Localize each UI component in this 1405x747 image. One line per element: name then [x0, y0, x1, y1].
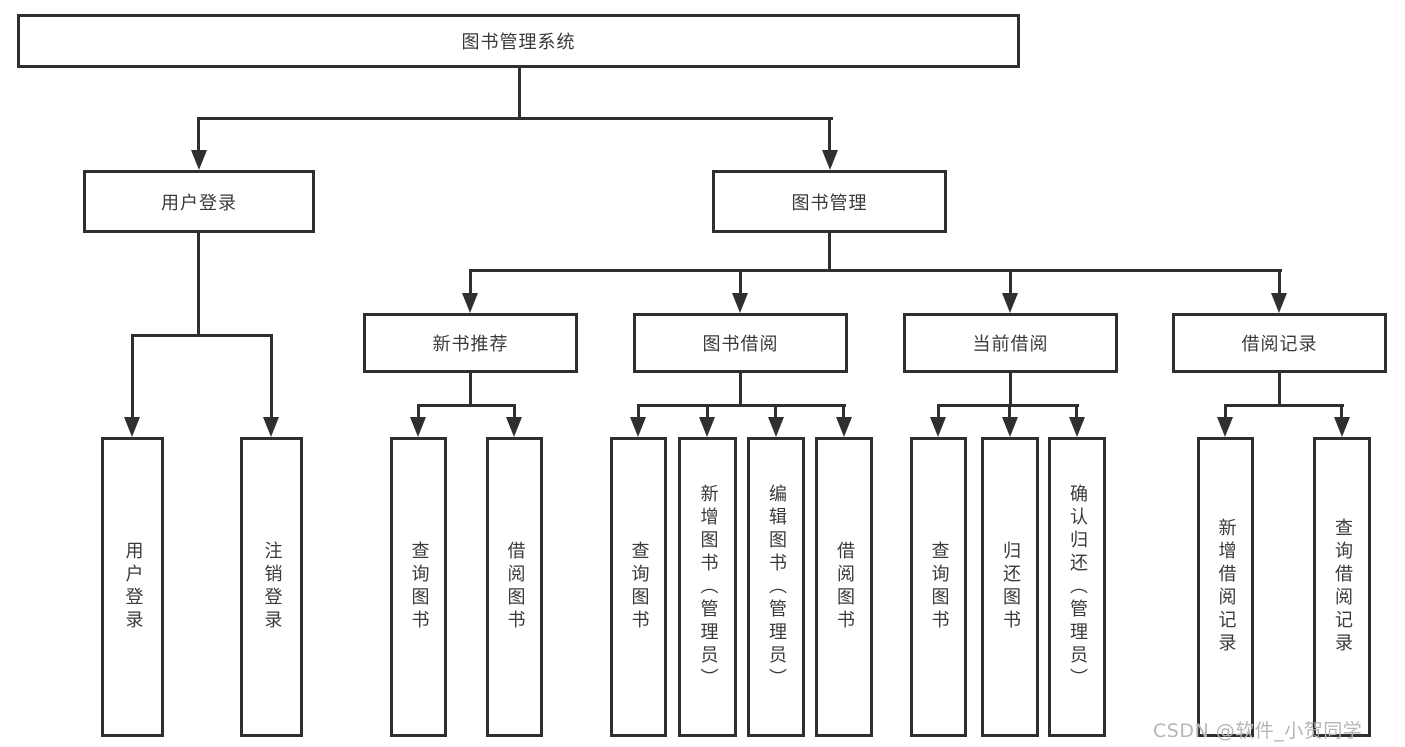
node-label: 当前借阅: [972, 334, 1049, 355]
node-label: 新增图书（管理员）: [697, 483, 719, 691]
node-label: 编辑图书（管理员）: [766, 483, 787, 691]
arrowhead-icon: [191, 150, 207, 170]
node-label: 查询图书: [928, 541, 950, 633]
connector-line: [513, 404, 516, 418]
arrowhead-icon: [768, 417, 784, 437]
leaf-query-books-current: 查询图书: [910, 437, 967, 737]
leaf-query-books-borrow: 查询图书: [610, 437, 667, 737]
connector-line: [739, 269, 742, 294]
node-label: 查询图书: [408, 541, 430, 633]
leaf-confirm-return-admin: 确认归还（管理员）: [1048, 437, 1106, 737]
arrowhead-icon: [1069, 417, 1085, 437]
node-borrow-records: 借阅记录: [1172, 313, 1387, 373]
connector-line: [774, 404, 777, 418]
arrowhead-icon: [1334, 417, 1350, 437]
node-current-borrow: 当前借阅: [903, 313, 1118, 373]
node-label: 确认归还（管理员）: [1067, 483, 1088, 691]
connector-line: [197, 117, 200, 151]
connector-line: [270, 334, 273, 418]
arrowhead-icon: [506, 417, 522, 437]
connector-line: [1009, 269, 1012, 294]
node-label: 归还图书: [1000, 541, 1021, 633]
leaf-add-books-admin: 新增图书（管理员）: [678, 437, 737, 737]
connector-line: [1278, 372, 1281, 405]
arrowhead-icon: [410, 417, 426, 437]
leaf-borrow-books: 借阅图书: [815, 437, 873, 737]
arrowhead-icon: [1002, 293, 1018, 313]
connector-line: [1224, 404, 1227, 418]
connector-line: [637, 404, 846, 407]
connector-line: [1278, 269, 1281, 294]
node-label: 查询借阅记录: [1332, 518, 1353, 656]
connector-line: [131, 334, 273, 337]
node-label: 借阅记录: [1241, 334, 1318, 355]
connector-line: [518, 67, 521, 118]
connector-line: [842, 404, 845, 418]
connector-line: [1224, 404, 1344, 407]
arrowhead-icon: [836, 417, 852, 437]
node-label: 新书推荐: [432, 334, 509, 355]
leaf-logout: 注销登录: [240, 437, 303, 737]
node-label: 图书借阅: [702, 334, 779, 355]
leaf-borrow-books-recommend: 借阅图书: [486, 437, 543, 737]
connector-line: [706, 404, 709, 418]
connector-line: [739, 372, 742, 405]
arrowhead-icon: [124, 417, 140, 437]
node-new-book-recommend: 新书推荐: [363, 313, 578, 373]
connector-line: [1009, 372, 1012, 405]
connector-line: [1008, 404, 1011, 418]
leaf-add-borrow-record: 新增借阅记录: [1197, 437, 1254, 737]
connector-line: [469, 372, 472, 405]
connector-line: [131, 334, 134, 418]
connector-line: [1340, 404, 1343, 418]
connector-line: [469, 269, 472, 294]
arrowhead-icon: [930, 417, 946, 437]
leaf-edit-books-admin: 编辑图书（管理员）: [747, 437, 805, 737]
connector-line: [197, 232, 200, 335]
node-label: 借阅图书: [504, 541, 526, 633]
leaf-query-borrow-record: 查询借阅记录: [1313, 437, 1371, 737]
arrowhead-icon: [1217, 417, 1233, 437]
arrowhead-icon: [1002, 417, 1018, 437]
connector-line: [828, 232, 831, 270]
arrowhead-icon: [1271, 293, 1287, 313]
connector-line: [417, 404, 420, 418]
arrowhead-icon: [699, 417, 715, 437]
connector-line: [828, 117, 831, 151]
connector-line: [417, 404, 516, 407]
node-label: 图书管理: [791, 192, 868, 214]
connector-line: [937, 404, 940, 418]
node-book-borrow: 图书借阅: [633, 313, 848, 373]
node-label: 用户登录: [122, 541, 144, 633]
leaf-return-books: 归还图书: [981, 437, 1039, 737]
connector-line: [469, 269, 1282, 272]
arrowhead-icon: [822, 150, 838, 170]
node-label: 新增借阅记录: [1215, 518, 1237, 656]
node-label: 注销登录: [261, 541, 283, 633]
connector-line: [1075, 404, 1078, 418]
leaf-query-books-recommend: 查询图书: [390, 437, 447, 737]
arrowhead-icon: [462, 293, 478, 313]
connector-line: [197, 117, 833, 120]
leaf-user-login: 用户登录: [101, 437, 164, 737]
node-library-system: 图书管理系统: [17, 14, 1020, 68]
arrowhead-icon: [263, 417, 279, 437]
node-label: 借阅图书: [834, 541, 855, 633]
node-user-login: 用户登录: [83, 170, 315, 233]
node-label: 查询图书: [628, 541, 650, 633]
watermark: CSDN @软件_小贺同学: [1153, 720, 1363, 742]
arrowhead-icon: [732, 293, 748, 313]
node-label: 图书管理系统: [461, 32, 576, 53]
connector-line: [637, 404, 640, 418]
node-book-management: 图书管理: [712, 170, 947, 233]
arrowhead-icon: [630, 417, 646, 437]
node-label: 用户登录: [161, 192, 237, 214]
